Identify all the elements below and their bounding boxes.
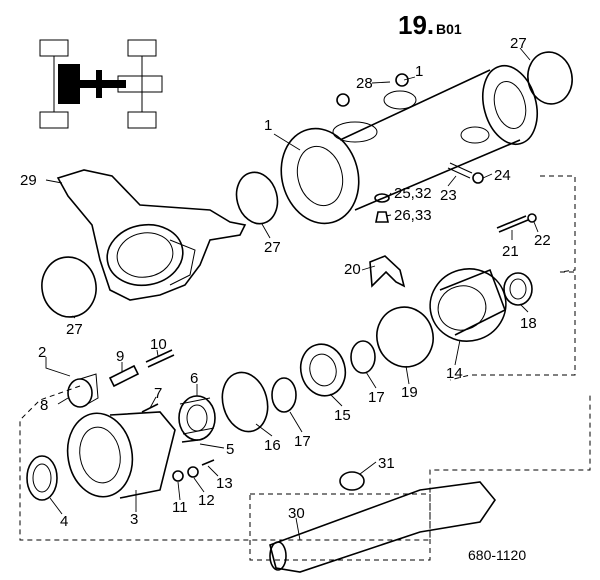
callout-20: 20	[344, 261, 361, 278]
gear-8	[67, 373, 99, 408]
nut-28	[395, 73, 409, 87]
nut-24	[472, 172, 484, 184]
callout-9: 9	[116, 348, 124, 365]
washer-12	[187, 466, 199, 478]
shaft-9	[108, 364, 140, 388]
callout-24: 24	[494, 167, 511, 184]
callout-27-top: 27	[510, 35, 527, 52]
housing-tube-1	[280, 64, 538, 225]
callout-12: 12	[198, 492, 215, 509]
callout-10: 10	[150, 336, 167, 353]
nut-28-b	[336, 93, 350, 107]
callout-27-left: 27	[66, 321, 83, 338]
callout-11: 11	[172, 499, 188, 516]
callout-6: 6	[190, 370, 198, 387]
callout-5: 5	[226, 441, 234, 458]
drive-shaft-30	[269, 481, 497, 573]
bolt-26	[375, 211, 389, 223]
screw-13	[201, 459, 215, 466]
seal-18	[503, 272, 533, 306]
snap-ring-17-lower	[271, 377, 297, 413]
callout-7: 7	[154, 385, 162, 402]
callout-23: 23	[440, 187, 457, 204]
callout-4: 4	[60, 513, 68, 530]
o-ring-31	[339, 471, 365, 491]
callout-31: 31	[378, 455, 395, 472]
callout-29: 29	[20, 172, 37, 189]
callout-1: 1	[264, 117, 272, 134]
callout-3: 3	[130, 511, 138, 528]
hub-carrier-14	[429, 268, 507, 342]
snap-ring-17-upper	[350, 340, 376, 374]
callout-28: 28	[356, 75, 373, 92]
bearing-15	[299, 343, 347, 397]
callout-14: 14	[446, 365, 463, 382]
leader-lines	[45, 47, 539, 541]
callout-17-lower: 17	[294, 433, 311, 450]
o-ring-27-top	[527, 51, 573, 105]
callout-27-middle: 27	[264, 239, 281, 256]
section-code: B01	[436, 21, 462, 37]
axle-housing-29	[56, 169, 247, 301]
shift-fork-20	[369, 255, 406, 288]
callout-30: 30	[288, 505, 305, 522]
o-ring-27-left	[41, 256, 97, 318]
callout-25-32: 25,32	[394, 185, 432, 202]
pin-10	[145, 349, 175, 368]
callout-22: 22	[534, 232, 551, 249]
callout-16: 16	[264, 437, 281, 454]
callout-19: 19	[401, 384, 418, 401]
ball-22	[527, 213, 537, 223]
callout-13: 13	[216, 475, 233, 492]
ring-gear-4	[26, 455, 58, 501]
callout-8: 8	[40, 397, 48, 414]
reference-code: 680-1120	[468, 547, 526, 563]
planet-carrier-3	[66, 411, 176, 499]
washer-25	[374, 193, 390, 203]
ring-19	[376, 306, 434, 368]
callout-18: 18	[520, 315, 537, 332]
callout-17-upper: 17	[368, 389, 385, 406]
callout-26-33: 26,33	[394, 207, 432, 224]
callout-2: 2	[38, 344, 46, 361]
ring-16	[221, 371, 269, 433]
clip-5	[181, 439, 199, 443]
callout-21: 21	[502, 243, 519, 260]
callout-15: 15	[334, 407, 351, 424]
assembly-boundary	[19, 175, 591, 541]
bearing-cup-6	[178, 395, 216, 441]
vehicle-locator-thumbnail	[39, 39, 163, 129]
section-number: 19.	[398, 10, 434, 40]
stud-23	[447, 162, 473, 179]
o-ring-27-middle	[235, 171, 279, 225]
callout-1-top: 1	[415, 63, 423, 80]
washer-11	[172, 470, 184, 482]
pin-21	[496, 215, 529, 233]
